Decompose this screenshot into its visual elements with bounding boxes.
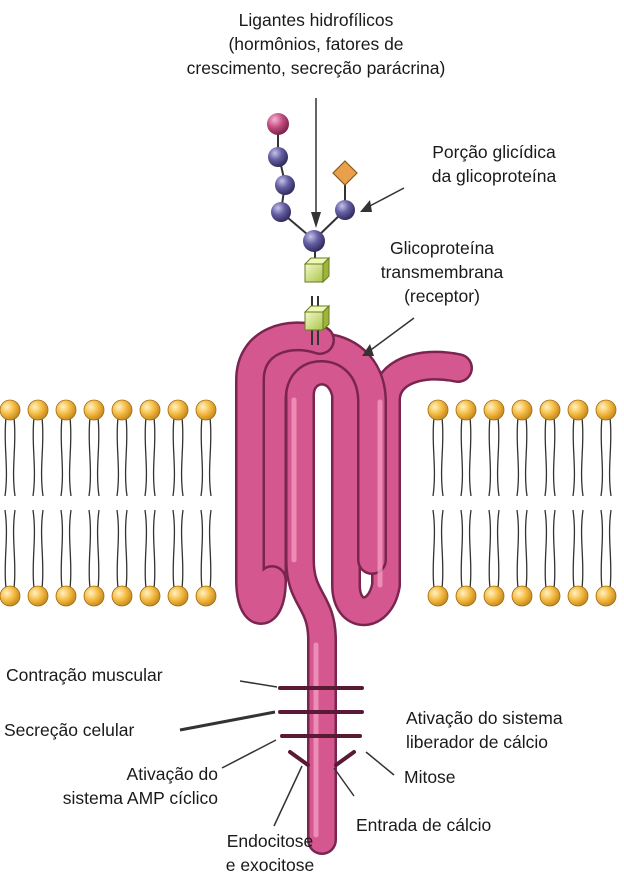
phospholipid-inner-left-5: [140, 510, 160, 606]
ativacao-calcio-label-line-2: liberador de cálcio: [406, 730, 563, 754]
phospholipid-outer-left-0: [0, 400, 20, 496]
glicoproteina-label-line-2: transmembrana: [362, 260, 522, 284]
ativacao-calcio-label: Ativação do sistema liberador de cálcio: [406, 706, 563, 754]
phospholipid-inner-right-4: [540, 510, 560, 606]
sugar-node-4: [335, 200, 355, 220]
leader-contracao: [240, 681, 277, 687]
porcao-label-line-2: da glicoproteína: [404, 164, 584, 188]
sugar-diamond: [333, 161, 357, 185]
phospholipid-inner-left-6: [168, 510, 188, 606]
ativacao-amp-label: Ativação do sistema AMP cíclico: [6, 762, 218, 810]
cube-upper: [305, 258, 329, 282]
endocitose-label-line-2: e exocitose: [200, 853, 340, 877]
phospholipid-outer-left-3: [84, 400, 104, 496]
entrada-label: Entrada de cálcio: [356, 813, 491, 837]
leader-glicoproteina: [368, 318, 414, 352]
cube-lower: [305, 306, 329, 330]
phospholipid-inner-right-5: [568, 510, 588, 606]
phospholipid-inner-left-2: [56, 510, 76, 606]
phospholipid-inner-right-2: [484, 510, 504, 606]
ativacao-calcio-label-line-1: Ativação do sistema: [406, 706, 563, 730]
phospholipid-inner-right-3: [512, 510, 532, 606]
ligand-sphere: [267, 113, 289, 135]
ativacao-amp-label-line-1: Ativação do: [6, 762, 218, 786]
leader-secrecao: [180, 712, 275, 730]
phospholipid-outer-left-7: [196, 400, 216, 496]
phospholipid-inner-right-0: [428, 510, 448, 606]
phospholipid-inner-left-0: [0, 510, 20, 606]
phospholipid-inner-right-1: [456, 510, 476, 606]
phospholipid-inner-right-6: [596, 510, 616, 606]
phospholipid-outer-left-6: [168, 400, 188, 496]
secrecao-label: Secreção celular: [4, 718, 134, 742]
phospholipid-outer-right-3: [512, 400, 532, 496]
sugar-node-3: [271, 202, 291, 222]
glicoproteina-label-line-1: Glicoproteína: [362, 236, 522, 260]
phospholipid-outer-left-1: [28, 400, 48, 496]
phospholipid-outer-right-4: [540, 400, 560, 496]
phospholipid-outer-left-4: [112, 400, 132, 496]
porcao-label: Porção glicídica da glicoproteína: [404, 140, 584, 188]
phospholipid-outer-right-2: [484, 400, 504, 496]
glicoproteina-label-line-3: (receptor): [362, 284, 522, 308]
phospholipid-outer-right-1: [456, 400, 476, 496]
endocitose-label-line-1: Endocitose: [200, 829, 340, 853]
phospholipid-inner-left-7: [196, 510, 216, 606]
ativacao-amp-label-line-2: sistema AMP cíclico: [6, 786, 218, 810]
effector-bar-4: [290, 752, 308, 765]
mitose-label: Mitose: [404, 765, 456, 789]
sugar-node-5: [303, 230, 325, 252]
leader-porcao: [366, 188, 404, 208]
effector-bar-5: [336, 752, 354, 765]
phospholipid-outer-right-0: [428, 400, 448, 496]
protein-domain-cubes: [305, 258, 329, 330]
phospholipid-outer-right-5: [568, 400, 588, 496]
ligantes-label-line-1: Ligantes hidrofílicos: [166, 8, 466, 32]
endocitose-label: Endocitose e exocitose: [200, 829, 340, 877]
ligantes-label: Ligantes hidrofílicos (hormônios, fatore…: [166, 8, 466, 80]
phospholipid-inner-left-4: [112, 510, 132, 606]
ligantes-label-line-2: (hormônios, fatores de: [166, 32, 466, 56]
contracao-label: Contração muscular: [6, 663, 163, 687]
phospholipid-outer-right-6: [596, 400, 616, 496]
glicoproteina-label: Glicoproteína transmembrana (receptor): [362, 236, 522, 308]
sugar-node-2: [275, 175, 295, 195]
phospholipid-outer-left-2: [56, 400, 76, 496]
ligantes-label-line-3: crescimento, secreção parácrina): [166, 56, 466, 80]
leader-endocitose: [274, 766, 302, 826]
phospholipid-inner-left-3: [84, 510, 104, 606]
leader-ativacao-amp: [222, 740, 276, 768]
porcao-label-line-1: Porção glicídica: [404, 140, 584, 164]
sugar-node-1: [268, 147, 288, 167]
phospholipid-outer-left-5: [140, 400, 160, 496]
phospholipid-inner-left-1: [28, 510, 48, 606]
leader-mitose: [366, 752, 394, 775]
